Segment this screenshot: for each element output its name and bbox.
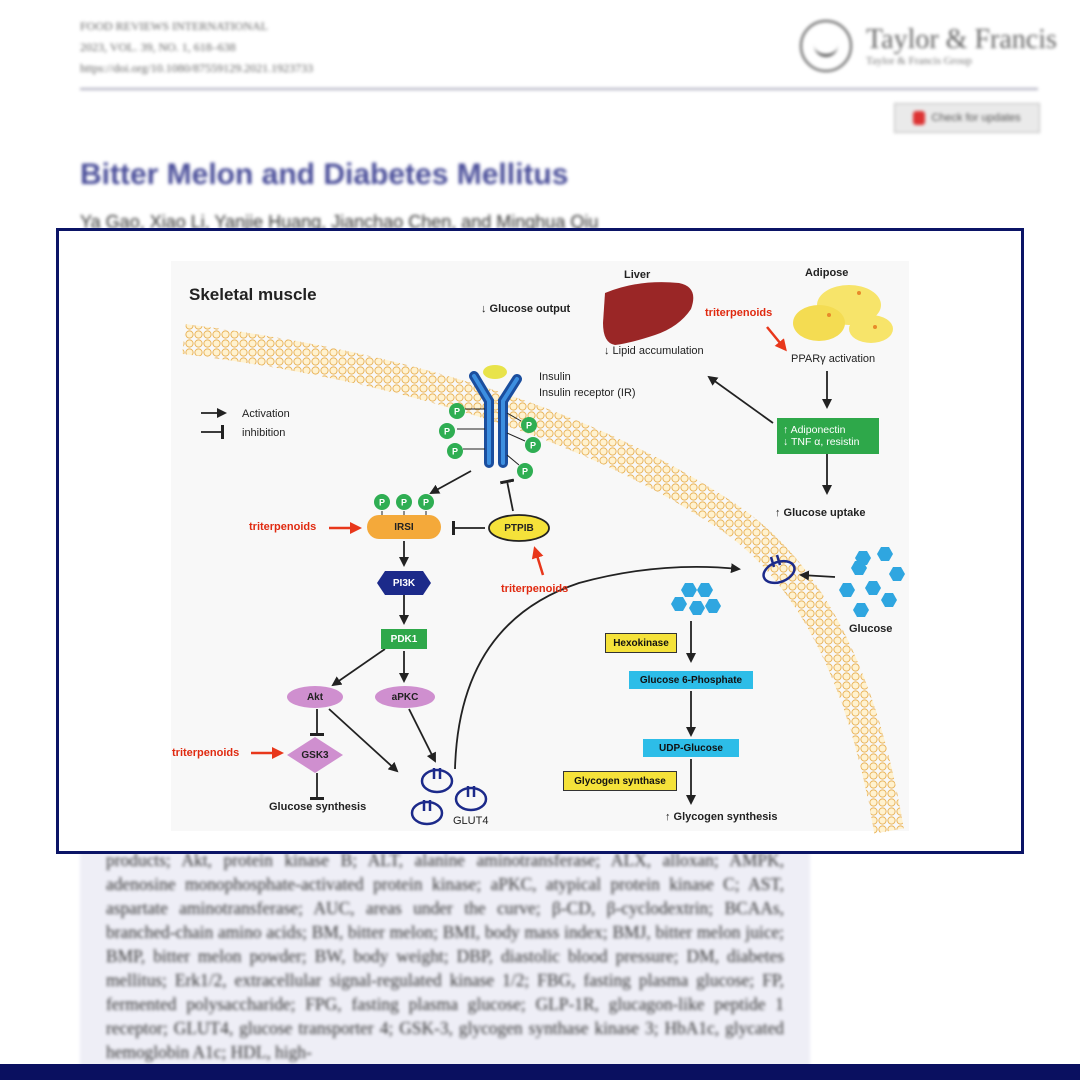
glucose-uptake-label: ↑ Glucose uptake (775, 507, 866, 519)
adipose-label: Adipose (805, 267, 849, 279)
journal-doi[interactable]: https://doi.org/10.1080/87559129.2021.19… (80, 61, 314, 75)
phosphate-label: P (444, 427, 450, 437)
abbreviations-text: products; Akt, protein kinase B; ALT, al… (106, 850, 784, 1062)
pi3k-node (377, 571, 431, 595)
akt-label: Akt (306, 692, 324, 703)
glut4-translocation-arrow (454, 563, 741, 770)
journal-header: FOOD REVIEWS INTERNATIONAL 2023, VOL. 39… (80, 16, 313, 79)
g6p-box: Glucose 6-Phosphate (629, 671, 753, 689)
phosphate-label: P (522, 467, 528, 477)
journal-name: FOOD REVIEWS INTERNATIONAL (80, 19, 268, 33)
phosphate-label: P (526, 421, 532, 431)
ptp1b-label: PTPIB (504, 523, 534, 534)
phosphate-label: P (530, 441, 536, 451)
insulin-label: Insulin (539, 371, 571, 383)
irs1-node (367, 515, 441, 539)
membrane-glut4-transporter (762, 554, 796, 585)
apkc-node (375, 686, 435, 708)
glucose-synthesis-label: Glucose synthesis (269, 801, 367, 813)
glut4-vesicles (410, 768, 488, 826)
gsk3-label: GSK3 (301, 750, 329, 761)
phosphate-label: P (452, 447, 458, 457)
intracellular-glucose (671, 583, 721, 615)
adipose-icon (793, 285, 893, 343)
triterpenoids-ppar-arrow (766, 326, 787, 352)
triterpenoids-label-irs1: triterpenoids (249, 521, 317, 533)
publisher-group: Taylor & Francis Group (866, 55, 972, 67)
check-updates-label: Check for updates (931, 112, 1021, 124)
liver-label: Liver (624, 269, 651, 281)
cell-membrane (182, 324, 904, 834)
g6p-label: Glucose 6-Phosphate (639, 674, 743, 686)
glucose-output-label: ↓ Glucose output (481, 303, 571, 315)
triterpenoids-label-ptp1b: triterpenoids (501, 583, 569, 595)
phosphate-label: P (401, 498, 407, 508)
hexokinase-box: Hexokinase (605, 633, 677, 653)
gsk3-node (287, 737, 343, 773)
tnf-label: ↓ TNF α, resistin (783, 436, 860, 448)
glycogen-synthase-box: Glycogen synthase (563, 771, 677, 791)
publisher-lamp-icon (800, 20, 852, 72)
ptp1b-ir-inhibition (499, 478, 515, 512)
pi3k-label: PI3K (392, 578, 416, 589)
ir-irs1-arrow (429, 470, 472, 494)
glycogen-synthase-label: Glycogen synthase (574, 775, 666, 787)
udp-glucose-label: UDP-Glucose (659, 742, 723, 754)
legend-inhibition-label: inhibition (242, 427, 286, 439)
figure-title: Skeletal muscle (189, 285, 317, 304)
triterpenoids-label-gsk3: triterpenoids (172, 747, 240, 759)
abbreviations-box: products; Akt, protein kinase B; ALT, al… (80, 842, 810, 1080)
publisher-name: Taylor & Francis (866, 24, 1057, 55)
journal-volume: 2023, VOL. 39, NO. 1, 618–638 (80, 40, 236, 54)
insulin-receptor-label: Insulin receptor (IR) (539, 387, 636, 399)
phosphate-label: P (379, 498, 385, 508)
glycogen-synthesis-label: ↑ Glycogen synthesis (665, 811, 778, 823)
pdk1-label: PDK1 (390, 634, 418, 645)
adiponectin-label: ↑ Adiponectin (783, 424, 846, 436)
phosphate-label: P (454, 407, 460, 417)
hexokinase-label: Hexokinase (613, 637, 669, 649)
phosphate-label: P (423, 498, 429, 508)
triterpenoids-label-adipose: triterpenoids (705, 307, 773, 319)
pdk1-node (381, 629, 427, 649)
glut4-label: GLUT4 (453, 815, 489, 827)
apkc-label: aPKC (391, 692, 419, 703)
header-divider (80, 88, 1038, 90)
extracellular-glucose (839, 547, 905, 617)
check-updates-button[interactable]: Check for updates (894, 103, 1040, 133)
insulin-molecule (483, 365, 507, 379)
udp-glucose-box: UDP-Glucose (643, 739, 739, 757)
adipokine-box: ↑ Adiponectin ↓ TNF α, resistin (777, 418, 879, 454)
bottom-bar (0, 1064, 1080, 1080)
insulin-receptor (469, 371, 522, 468)
akt-node (287, 686, 343, 708)
triterpenoids-ptp1b-arrow (531, 546, 545, 576)
lipid-accumulation-label: ↓ Lipid accumulation (604, 345, 704, 357)
paper-title: Bitter Melon and Diabetes Mellitus (80, 158, 569, 191)
glucose-entry-arrow (799, 570, 836, 581)
crossmark-icon (913, 111, 926, 125)
adiponectin-liver-arrow (707, 375, 774, 424)
pdk1-akt-arrow (331, 648, 386, 687)
irs1-label: IRSI (394, 522, 414, 533)
ppar-label: PPARγ activation (791, 353, 876, 365)
publisher-logo: Taylor & Francis Taylor & Francis Group (800, 20, 1057, 72)
legend-activation-label: Activation (242, 408, 290, 420)
glucose-label: Glucose (849, 623, 893, 635)
paper-authors: Ya Gao, Xiao Li, Yanjie Huang, Jianchao … (80, 212, 599, 232)
akt-glut4-arrow (328, 708, 399, 773)
ptp1b-node (488, 514, 550, 542)
apkc-glut4-arrow (408, 708, 436, 763)
liver-icon (603, 282, 694, 345)
